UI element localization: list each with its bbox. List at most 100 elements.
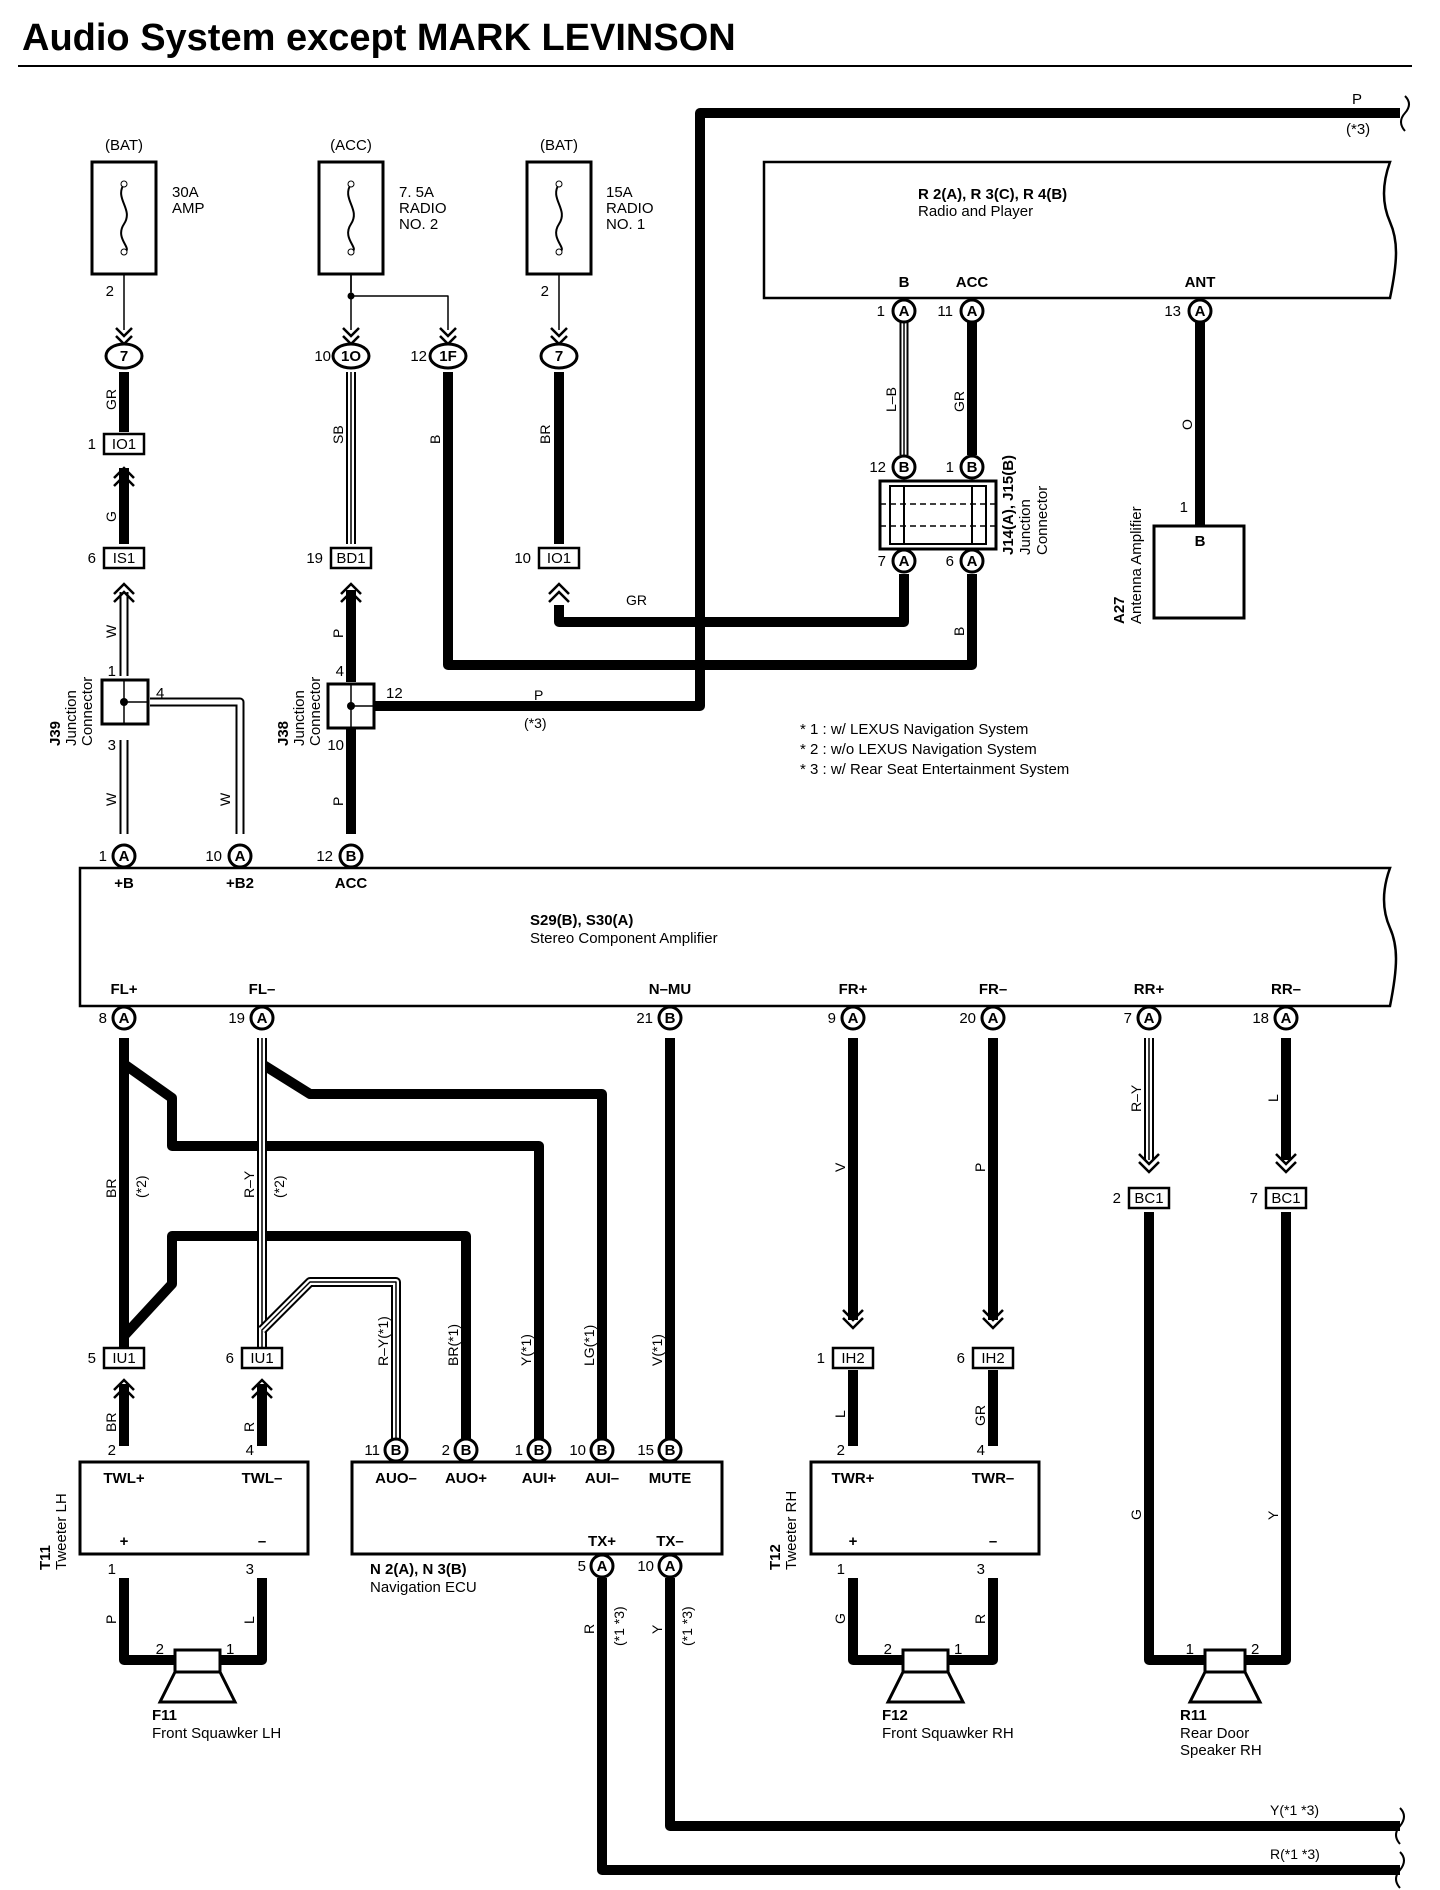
diagram-label: 1 (946, 459, 954, 476)
diagram-label: W (103, 624, 119, 638)
diagram-label: 1 (877, 303, 885, 320)
diagram-circle (959, 454, 985, 480)
diagram-circle (657, 1005, 683, 1031)
diagram-path (78, 866, 1398, 1008)
diagram-rect (1264, 1186, 1308, 1210)
diagram-polyline (113, 582, 135, 595)
diagram-label: 19 (228, 1010, 245, 1027)
diagram-label: (*3) (524, 715, 547, 731)
diagram-label: Junction (1017, 499, 1034, 555)
diagram-label: 8 (99, 1010, 107, 1027)
diagram-label: 1 (837, 1561, 845, 1578)
diagram-polyline (548, 590, 570, 603)
diagram-path (1395, 1807, 1405, 1845)
diagram-label: 6 (957, 1350, 965, 1367)
diagram-label: (*2) (271, 1175, 287, 1198)
fuse-name: AMP (172, 200, 205, 217)
fuse-group: (BAT) 30A AMP (ACC) 7. 5A RADIO NO. 2 (B… (90, 137, 654, 330)
diagram-label: L (832, 1410, 848, 1418)
diagram-label: 1 (99, 848, 107, 865)
fuse-supply-label: (BAT) (540, 137, 578, 154)
radio-and-player: R 2(A), R 3(C), R 4(B) Radio and Player … (762, 160, 1398, 324)
diagram-label: O (1179, 419, 1195, 430)
diagram-label: TWL+ (103, 1470, 144, 1487)
diagram-label: 10 (569, 1442, 586, 1459)
diagram-polyline (550, 327, 568, 338)
diagram-circle (980, 1005, 1006, 1031)
diagram-polyline (251, 1378, 273, 1391)
diagram-label: Front Squawker LH (152, 1725, 281, 1742)
diagram-label: 3 (246, 1561, 254, 1578)
diagram-rect (809, 1460, 1041, 1556)
diagram-circle (111, 1005, 137, 1031)
diagram-circle (891, 548, 917, 574)
diagram-label: 1 (1186, 1641, 1194, 1658)
diagram-circle (227, 843, 253, 869)
fuse-rating: 7. 5A (399, 184, 434, 201)
diagram-polyline (261, 1281, 397, 1440)
diagram-circle (1273, 1005, 1299, 1031)
diagram-label: Y (1265, 1510, 1281, 1520)
diagram-label: A (848, 1010, 859, 1027)
diagram-label: ACC (956, 274, 989, 291)
wire-note-label: (*3) (1346, 121, 1370, 138)
diagram-label: A (665, 1558, 676, 1575)
diagram-label: 6 (946, 553, 954, 570)
diagram-polyline (340, 582, 362, 595)
diagram-label: A (988, 1010, 999, 1027)
radio-name: R 2(A), R 3(C), R 4(B) (918, 186, 1067, 203)
diagram-label: 1 (108, 1561, 116, 1578)
diagram-label: A (597, 1558, 608, 1575)
diagram-label: 7 (1250, 1190, 1258, 1207)
diagram-label: 13 (1164, 303, 1181, 320)
diagram-g (119, 108, 1400, 1875)
diagram-rect (901, 1648, 950, 1674)
diagram-label: Connector (307, 677, 324, 746)
diagram-label: – (258, 1533, 266, 1550)
fuse-name: NO. 1 (606, 216, 645, 233)
diagram-rect (971, 1346, 1015, 1370)
diagram-label: GR (972, 1405, 988, 1426)
wire-color-labels: GR G W W W SB P P B BR L–B GR O GR B P (… (103, 387, 1320, 1862)
diagram-label: TWL– (242, 1470, 283, 1487)
diagram-label: BR (103, 1179, 119, 1198)
diagram-rect (1152, 524, 1246, 620)
junction-connector-j39: 1 4 3 J39 Junction Connector (47, 663, 164, 754)
diagram-label: Tweeter RH (783, 1491, 800, 1570)
diagram-label: G (1128, 1509, 1144, 1520)
diagram-label: 1 (108, 663, 116, 680)
diagram-label: IS1 (113, 550, 136, 567)
speaker-icon (1187, 1648, 1263, 1704)
diagram-label: R (581, 1624, 597, 1634)
diagram-polyline (1275, 1153, 1297, 1166)
diagram-label: 1 (1180, 499, 1188, 516)
diagram-label: W (103, 792, 119, 806)
diagram-circle (891, 454, 917, 480)
diagram-rect (831, 1346, 875, 1370)
diagram-label: R(*1 *3) (1270, 1846, 1320, 1862)
diagram-label: J38 (275, 721, 292, 746)
diagram-ellipse (331, 342, 371, 370)
diagram-label: Speaker RH (1180, 1742, 1262, 1759)
diagram-polyline (443, 372, 977, 670)
diagram-label: B (665, 1010, 676, 1027)
diagram-label: 1O (341, 348, 361, 365)
diagram-polyline (554, 574, 909, 627)
diagram-label: ACC (335, 875, 368, 892)
diagram-label: 3 (977, 1561, 985, 1578)
note-2: * 2 : w/o LEXUS Navigation System (800, 741, 1037, 758)
diagram-label: 2 (442, 1442, 450, 1459)
diagram-label: TWR– (972, 1470, 1015, 1487)
diagram-label: Y(*1) (518, 1334, 534, 1366)
diagram-polyline (1138, 1153, 1160, 1166)
diagram-rect (78, 1460, 310, 1556)
diagram-polyline (842, 1317, 864, 1330)
diagram-label: Junction (63, 690, 80, 746)
diagram-rect (878, 479, 998, 551)
fuse-15a-box (525, 160, 593, 276)
diagram-label: Y (649, 1624, 665, 1634)
diagram-label: GR (951, 391, 967, 412)
diagram-label: A (1144, 1010, 1155, 1027)
diagram-label: A (1281, 1010, 1292, 1027)
splice-dot (347, 292, 355, 300)
